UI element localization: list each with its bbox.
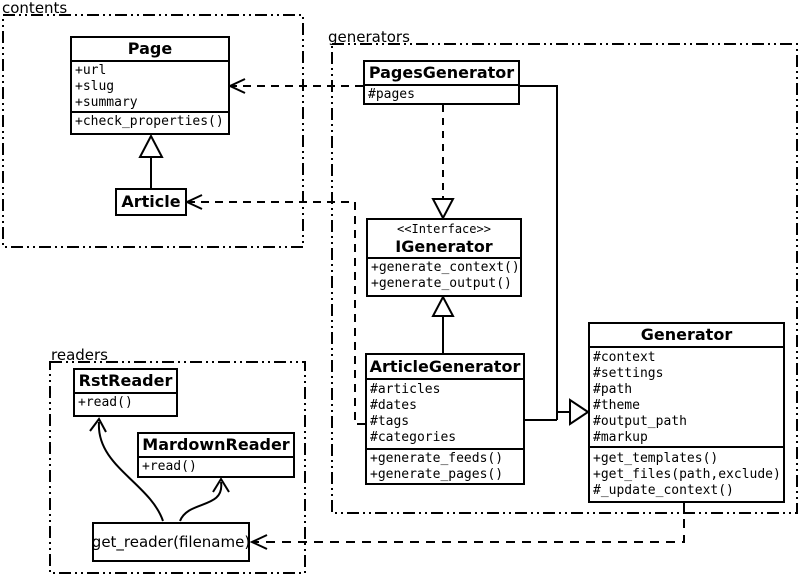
class-attribute: #markup (593, 430, 648, 445)
arrowhead-open-page (227, 78, 246, 94)
class-attribute: +slug (75, 79, 115, 94)
methods-section: +generate_context() +generate_output() (368, 259, 520, 292)
attributes-section: #articles #dates #tags #categories (367, 380, 523, 450)
class-name: Page (72, 38, 228, 62)
class-name: Generator (590, 324, 783, 348)
class-method: +generate_context() (371, 260, 520, 275)
class-attribute: #dates (370, 398, 417, 413)
class-method: #_update_context() (593, 483, 734, 498)
class-box-article: Article (115, 188, 187, 216)
class-box-mardownreader: MardownReader +read() (137, 432, 295, 478)
generalization-pagesgenerator-to-generator (520, 85, 558, 420)
package-label-generators: generators (328, 28, 410, 46)
class-attribute: #theme (593, 398, 640, 413)
class-attribute: #path (593, 382, 633, 397)
arrowhead-open-getreader (249, 534, 268, 550)
dependency-generator-to-getreader (254, 503, 685, 543)
package-frame-contents (2, 14, 304, 248)
class-name: MardownReader (139, 434, 293, 458)
class-name: ArticleGenerator (367, 355, 523, 380)
attributes-section: #context #settings #path #theme #output_… (590, 348, 783, 448)
class-method: +check_properties() (75, 114, 224, 129)
class-box-generator: Generator #context #settings #path #them… (588, 322, 785, 503)
class-box-rstreader: RstReader +read() (73, 368, 178, 417)
class-method: +read() (142, 459, 197, 474)
class-method: +generate_output() (371, 276, 512, 291)
triangle-page-bottom (138, 133, 164, 158)
title-section: <<Interface>> IGenerator (368, 220, 520, 259)
function-label: get_reader(filename) (91, 533, 251, 551)
class-box-pagesgenerator: PagesGenerator #pages (363, 60, 520, 105)
package-frame-readers (49, 361, 306, 574)
class-method: +generate_feeds() (370, 451, 504, 466)
triangle-generator-left (569, 398, 590, 426)
class-attribute: #context (593, 350, 656, 365)
triangle-igenerator-top (431, 198, 455, 221)
triangle-igenerator-bottom (431, 294, 455, 317)
class-box-igenerator: <<Interface>> IGenerator +generate_conte… (366, 218, 522, 297)
class-name: RstReader (75, 370, 176, 394)
class-attribute: #tags (370, 414, 410, 429)
arrowhead-open-mardownreader (212, 477, 230, 493)
class-stereotype: <<Interface>> (397, 222, 491, 236)
package-frame-generators (331, 43, 798, 514)
attributes-section: +url +slug +summary (72, 62, 228, 113)
methods-section: +get_templates() +get_files(path,exclude… (590, 448, 783, 499)
methods-section: +check_properties() (72, 113, 228, 130)
class-attribute: #pages (368, 87, 415, 102)
class-method: +generate_pages() (370, 467, 504, 482)
class-name: PagesGenerator (365, 62, 518, 86)
attributes-section: #pages (365, 86, 518, 103)
class-method: +get_templates() (593, 451, 719, 466)
class-attribute: #categories (370, 430, 457, 445)
function-box-get-reader: get_reader(filename) (92, 522, 250, 562)
methods-section: +generate_feeds() +generate_pages() (367, 450, 523, 483)
methods-section: +read() (139, 458, 293, 475)
call-getreader-to-rstreader (97, 421, 164, 522)
call-getreader-to-mardownreader (179, 481, 223, 522)
class-attribute: +url (75, 63, 107, 78)
class-attribute: #output_path (593, 414, 687, 429)
class-method: +get_files(path,exclude) (593, 467, 781, 482)
class-box-articlegenerator: ArticleGenerator #articles #dates #tags … (365, 353, 525, 485)
methods-section: +read() (75, 394, 176, 411)
class-name: Article (121, 192, 181, 211)
generalization-articlegenerator-to-generator (525, 411, 571, 421)
class-name: IGenerator (395, 237, 493, 256)
class-attribute: +summary (75, 95, 138, 110)
arrowhead-open-rstreader (89, 417, 107, 433)
class-attribute: #settings (593, 366, 664, 381)
class-box-page: Page +url +slug +summary +check_properti… (70, 36, 230, 135)
class-method: +read() (78, 395, 133, 410)
arrowhead-open-article (184, 194, 203, 210)
package-label-readers: readers (51, 346, 108, 364)
dependency-articlegenerator-to-article (189, 201, 365, 425)
package-label-contents: contents (2, 0, 68, 17)
class-attribute: #articles (370, 382, 441, 397)
